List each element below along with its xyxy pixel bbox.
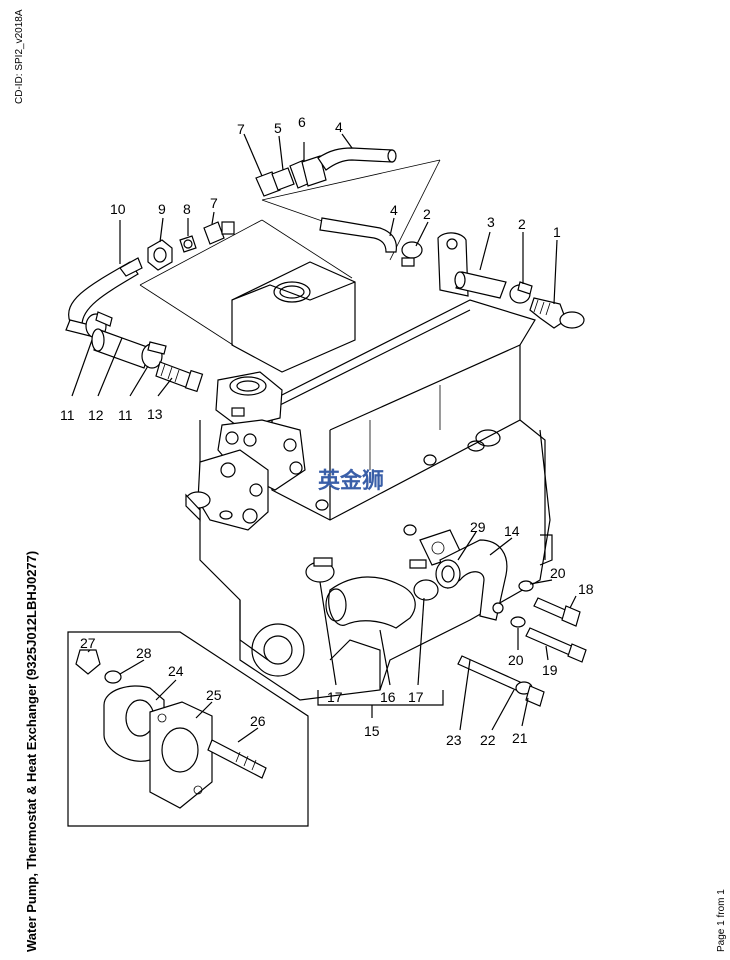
callout-12: 12 — [88, 407, 104, 423]
callout-23: 23 — [446, 732, 462, 748]
callout-16: 16 — [380, 689, 396, 705]
callout-14: 14 — [504, 523, 520, 539]
inset-detail — [67, 631, 309, 827]
leader-lines — [71, 133, 577, 731]
callout-10: 10 — [110, 201, 126, 217]
callout-17: 17 — [408, 689, 424, 705]
heater-hose-kit-mid — [319, 217, 423, 267]
bolt-set — [457, 580, 587, 707]
callout-8: 8 — [183, 201, 191, 217]
callout-9: 9 — [158, 201, 166, 217]
engine-block — [199, 261, 553, 701]
fittings-kit — [139, 219, 353, 346]
heat-exchanger-kit — [437, 232, 585, 329]
callout-6: 6 — [298, 114, 306, 130]
callout-4: 4 — [390, 202, 398, 218]
callout-27: 27 — [80, 635, 96, 651]
callout-20: 20 — [508, 652, 524, 668]
callout-3: 3 — [487, 214, 495, 230]
callout-18: 18 — [578, 581, 594, 597]
callout-13: 13 — [147, 406, 163, 422]
callout-25: 25 — [206, 687, 222, 703]
callout-4: 4 — [335, 119, 343, 135]
callout-7: 7 — [237, 121, 245, 137]
callout-24: 24 — [168, 663, 184, 679]
callout-29: 29 — [470, 519, 486, 535]
bypass-hose-kit — [65, 257, 204, 393]
callout-15: 15 — [364, 723, 380, 739]
callout-2: 2 — [423, 206, 431, 222]
callout-2: 2 — [518, 216, 526, 232]
callout-21: 21 — [512, 730, 528, 746]
callout-11: 11 — [60, 407, 75, 423]
callout-1: 1 — [553, 224, 561, 240]
heater-hose-kit-top — [255, 147, 441, 261]
callout-20: 20 — [550, 565, 566, 581]
lower-hose-kit — [305, 529, 508, 629]
thermostat-housing — [215, 371, 306, 491]
callout-11: 11 — [118, 407, 133, 423]
callout-28: 28 — [136, 645, 152, 661]
callout-7: 7 — [210, 195, 218, 211]
callout-17: 17 — [327, 689, 343, 705]
callout-labels: 1 2 3 2 4 4 6 5 7 7 8 9 10 11 12 11 13 2… — [60, 114, 594, 748]
water-pump-body — [185, 449, 269, 531]
watermark: 英金狮 — [318, 468, 384, 493]
callout-19: 19 — [542, 662, 558, 678]
callout-5: 5 — [274, 120, 282, 136]
callout-22: 22 — [480, 732, 496, 748]
callout-26: 26 — [250, 713, 266, 729]
